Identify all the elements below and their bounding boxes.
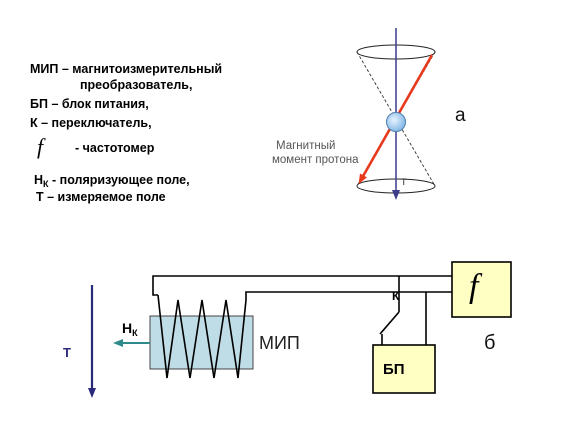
- legend-hk-text: - поляризующее поле,: [48, 173, 190, 187]
- legend-k: К – переключатель,: [30, 116, 152, 130]
- figure-b-label: б: [484, 332, 496, 354]
- legend-mip-line1: МИП – магнитоизмерительный: [30, 62, 223, 76]
- frequency-meter-symbol: f: [469, 268, 479, 305]
- hk-label-main: Н: [122, 320, 133, 336]
- figure-a-label: а: [455, 105, 466, 126]
- legend-hk-main: Н: [34, 173, 44, 187]
- wire-coil-to-meter: [245, 291, 452, 300]
- power-supply-label: БП: [383, 361, 405, 378]
- legend-f-text: - частотомер: [75, 141, 155, 155]
- legend-hk-sub: К: [43, 179, 49, 189]
- circuit-figure: [88, 261, 512, 398]
- mip-label: МИП: [259, 333, 300, 353]
- switch-label: К: [392, 289, 400, 303]
- power-supply-box: [372, 344, 436, 394]
- legend-hk: НК - поляризующее поле,: [34, 172, 190, 189]
- precession-figure: [356, 28, 436, 200]
- t-field-label: Т: [63, 345, 71, 360]
- coil-winding: [157, 294, 247, 379]
- moment-label-line2: момент протона: [272, 154, 359, 166]
- moment-label-line1: Магнитный: [276, 140, 336, 152]
- switch-blade: [379, 311, 400, 335]
- fig-a-t-label: Т: [401, 177, 407, 187]
- legend-bp: БП – блок питания,: [30, 97, 149, 111]
- hk-label-sub: К: [132, 328, 138, 338]
- legend-f-symbol: f: [37, 134, 44, 159]
- legend-t: Т – измеряемое поле: [36, 190, 166, 204]
- legend-mip-line2: преобразователь,: [80, 78, 193, 92]
- hk-label: НК: [122, 320, 138, 338]
- proton-sphere: [386, 112, 406, 132]
- wire-top: [152, 275, 452, 296]
- frequency-meter-box: [451, 261, 512, 318]
